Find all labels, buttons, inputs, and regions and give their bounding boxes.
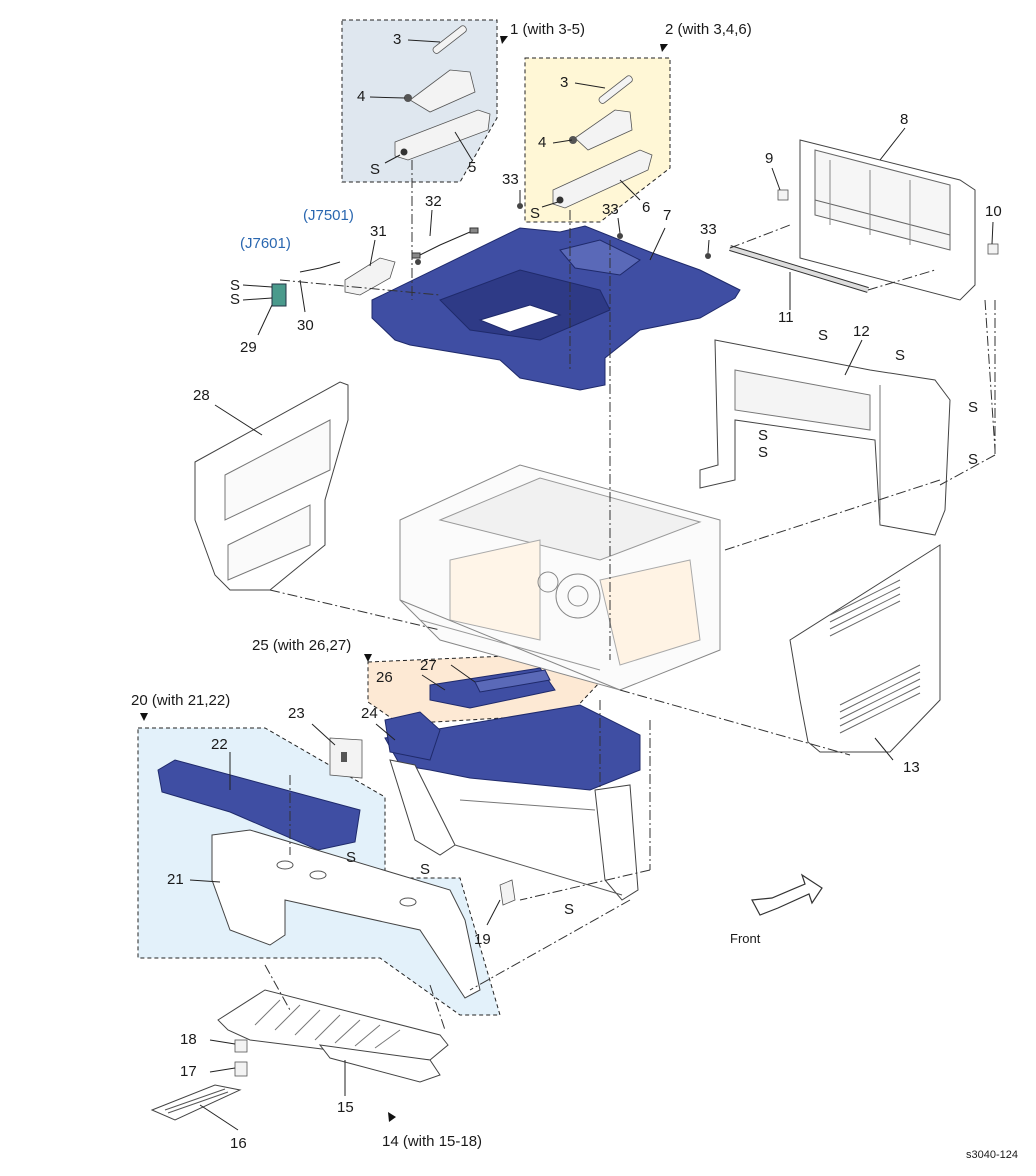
label-s-24b: S	[564, 901, 574, 918]
part-22-cover	[157, 759, 361, 851]
part-15-tray	[217, 989, 449, 1083]
label-s-12d: S	[758, 427, 768, 444]
label-10: 10	[985, 203, 1002, 220]
part-21-front-panel	[211, 829, 481, 999]
label-16: 16	[230, 1135, 247, 1152]
arrow-group-14	[388, 1112, 396, 1122]
label-group-2: 2 (with 3,4,6)	[665, 21, 752, 38]
part-13-right-cover	[789, 544, 941, 753]
label-28: 28	[193, 387, 210, 404]
screw-33-b	[617, 233, 623, 239]
arrow-group-25	[364, 654, 372, 662]
printer-chassis	[399, 464, 721, 691]
label-3a: 3	[393, 31, 401, 48]
label-33-b: 33	[602, 201, 619, 218]
part-9-hinge	[777, 189, 789, 201]
label-30: 30	[297, 317, 314, 334]
label-29: 29	[240, 339, 257, 356]
part-30-harness	[299, 261, 341, 273]
label-17: 17	[180, 1063, 197, 1080]
label-s-12e: S	[758, 444, 768, 461]
part-23-plate	[329, 737, 363, 779]
part-4-bracket-group2	[569, 109, 633, 151]
label-26: 26	[376, 669, 393, 686]
arrow-group-2	[660, 44, 668, 52]
part-3-pin-group1	[432, 25, 467, 54]
label-27: 27	[420, 657, 437, 674]
assembly-guide-lines	[264, 160, 996, 1031]
label-group-25: 25 (with 26,27)	[252, 637, 351, 654]
label-s-21: S	[346, 849, 356, 866]
label-connector-j7601: (J7601)	[240, 235, 291, 252]
label-group-14: 14 (with 15-18)	[382, 1133, 482, 1150]
label-group-1: 1 (with 3-5)	[510, 21, 585, 38]
label-21: 21	[167, 871, 184, 888]
label-11: 11	[778, 309, 794, 326]
label-3b: 3	[560, 74, 568, 91]
screw-33-c	[705, 253, 711, 259]
arrow-group-1	[500, 36, 508, 44]
part-32-cable	[411, 227, 479, 259]
label-s-29b: S	[230, 291, 240, 308]
label-s-12f: S	[968, 451, 978, 468]
label-s-a: S	[370, 161, 380, 178]
leader-lines	[189, 39, 994, 1131]
screw-33-d	[415, 259, 421, 265]
arrow-group-20	[140, 713, 148, 721]
part-4-bracket-group1	[404, 69, 476, 113]
screw-33-a	[517, 203, 523, 209]
label-front: Front	[730, 931, 761, 946]
label-24: 24	[361, 705, 378, 722]
label-s-b: S	[530, 205, 540, 222]
label-5: 5	[468, 159, 476, 176]
label-6: 6	[642, 199, 650, 216]
label-15: 15	[337, 1099, 354, 1116]
label-4b: 4	[538, 134, 546, 151]
label-22: 22	[211, 736, 228, 753]
part-11-roller	[729, 245, 869, 293]
label-9: 9	[765, 150, 773, 167]
part-7-top-cover	[371, 225, 741, 391]
part-5-bracket-group1	[394, 109, 491, 161]
label-31: 31	[370, 223, 387, 240]
part-19-bracket	[499, 879, 516, 906]
label-s-29a: S	[230, 277, 240, 294]
part-10-hinge	[987, 243, 999, 255]
label-7: 7	[663, 207, 671, 224]
label-13: 13	[903, 759, 920, 776]
part-17-clip	[234, 1061, 248, 1077]
part-12-rear-frame	[699, 339, 951, 536]
label-8: 8	[900, 111, 908, 128]
label-32: 32	[425, 193, 442, 210]
callout-labels: 1 (with 3-5) 2 (with 3,4,6) 3 4 5 S 3 4 …	[131, 21, 1018, 1161]
part-3-pin-group2	[598, 75, 633, 104]
label-group-20: 20 (with 21,22)	[131, 692, 230, 709]
part-28-left-cover	[194, 381, 349, 591]
part-24-front-frame	[384, 704, 641, 901]
front-arrow-icon	[751, 873, 823, 916]
part-18-clip	[234, 1039, 248, 1053]
label-19: 19	[474, 931, 491, 948]
label-12: 12	[853, 323, 870, 340]
label-s-12b: S	[895, 347, 905, 364]
label-33-c: 33	[700, 221, 717, 238]
part-8-rear-cover	[799, 139, 976, 301]
label-4a: 4	[357, 88, 365, 105]
label-23: 23	[288, 705, 305, 722]
label-s-24a: S	[420, 861, 430, 878]
part-26-27-tray	[429, 667, 556, 709]
label-18: 18	[180, 1031, 197, 1048]
part-16-extension	[150, 1084, 242, 1121]
label-s-12a: S	[818, 327, 828, 344]
label-connector-j7501: (J7501)	[303, 207, 354, 224]
label-33-a: 33	[502, 171, 519, 188]
label-s-12c: S	[968, 399, 978, 416]
label-figure-code: s3040-124	[966, 1149, 1018, 1161]
part-31-sensor-holder	[344, 257, 396, 296]
part-29-sensor-board	[271, 283, 287, 307]
